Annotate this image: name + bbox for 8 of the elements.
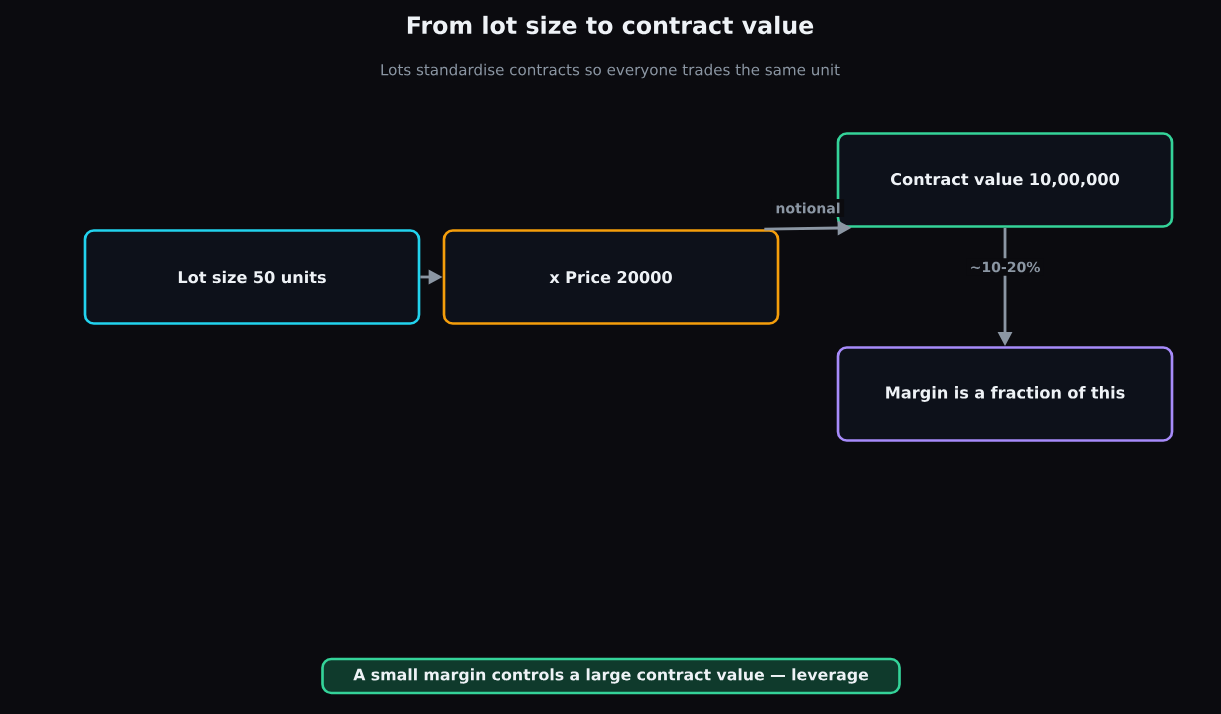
edge-label: notional	[771, 199, 845, 217]
title: From lot size to contract value	[407, 15, 814, 35]
process-box: Lot size 50 units	[83, 229, 421, 325]
subtitle: Lots standardise contracts so everyone trades the same unit	[381, 63, 840, 79]
edge-label: ~10-20%	[966, 258, 1044, 276]
note-box: Margin is a fraction of this	[836, 346, 1174, 442]
callout-box: A small margin controls a large contract value — leverage	[321, 657, 901, 695]
process-box: x Price 20000	[442, 229, 780, 325]
